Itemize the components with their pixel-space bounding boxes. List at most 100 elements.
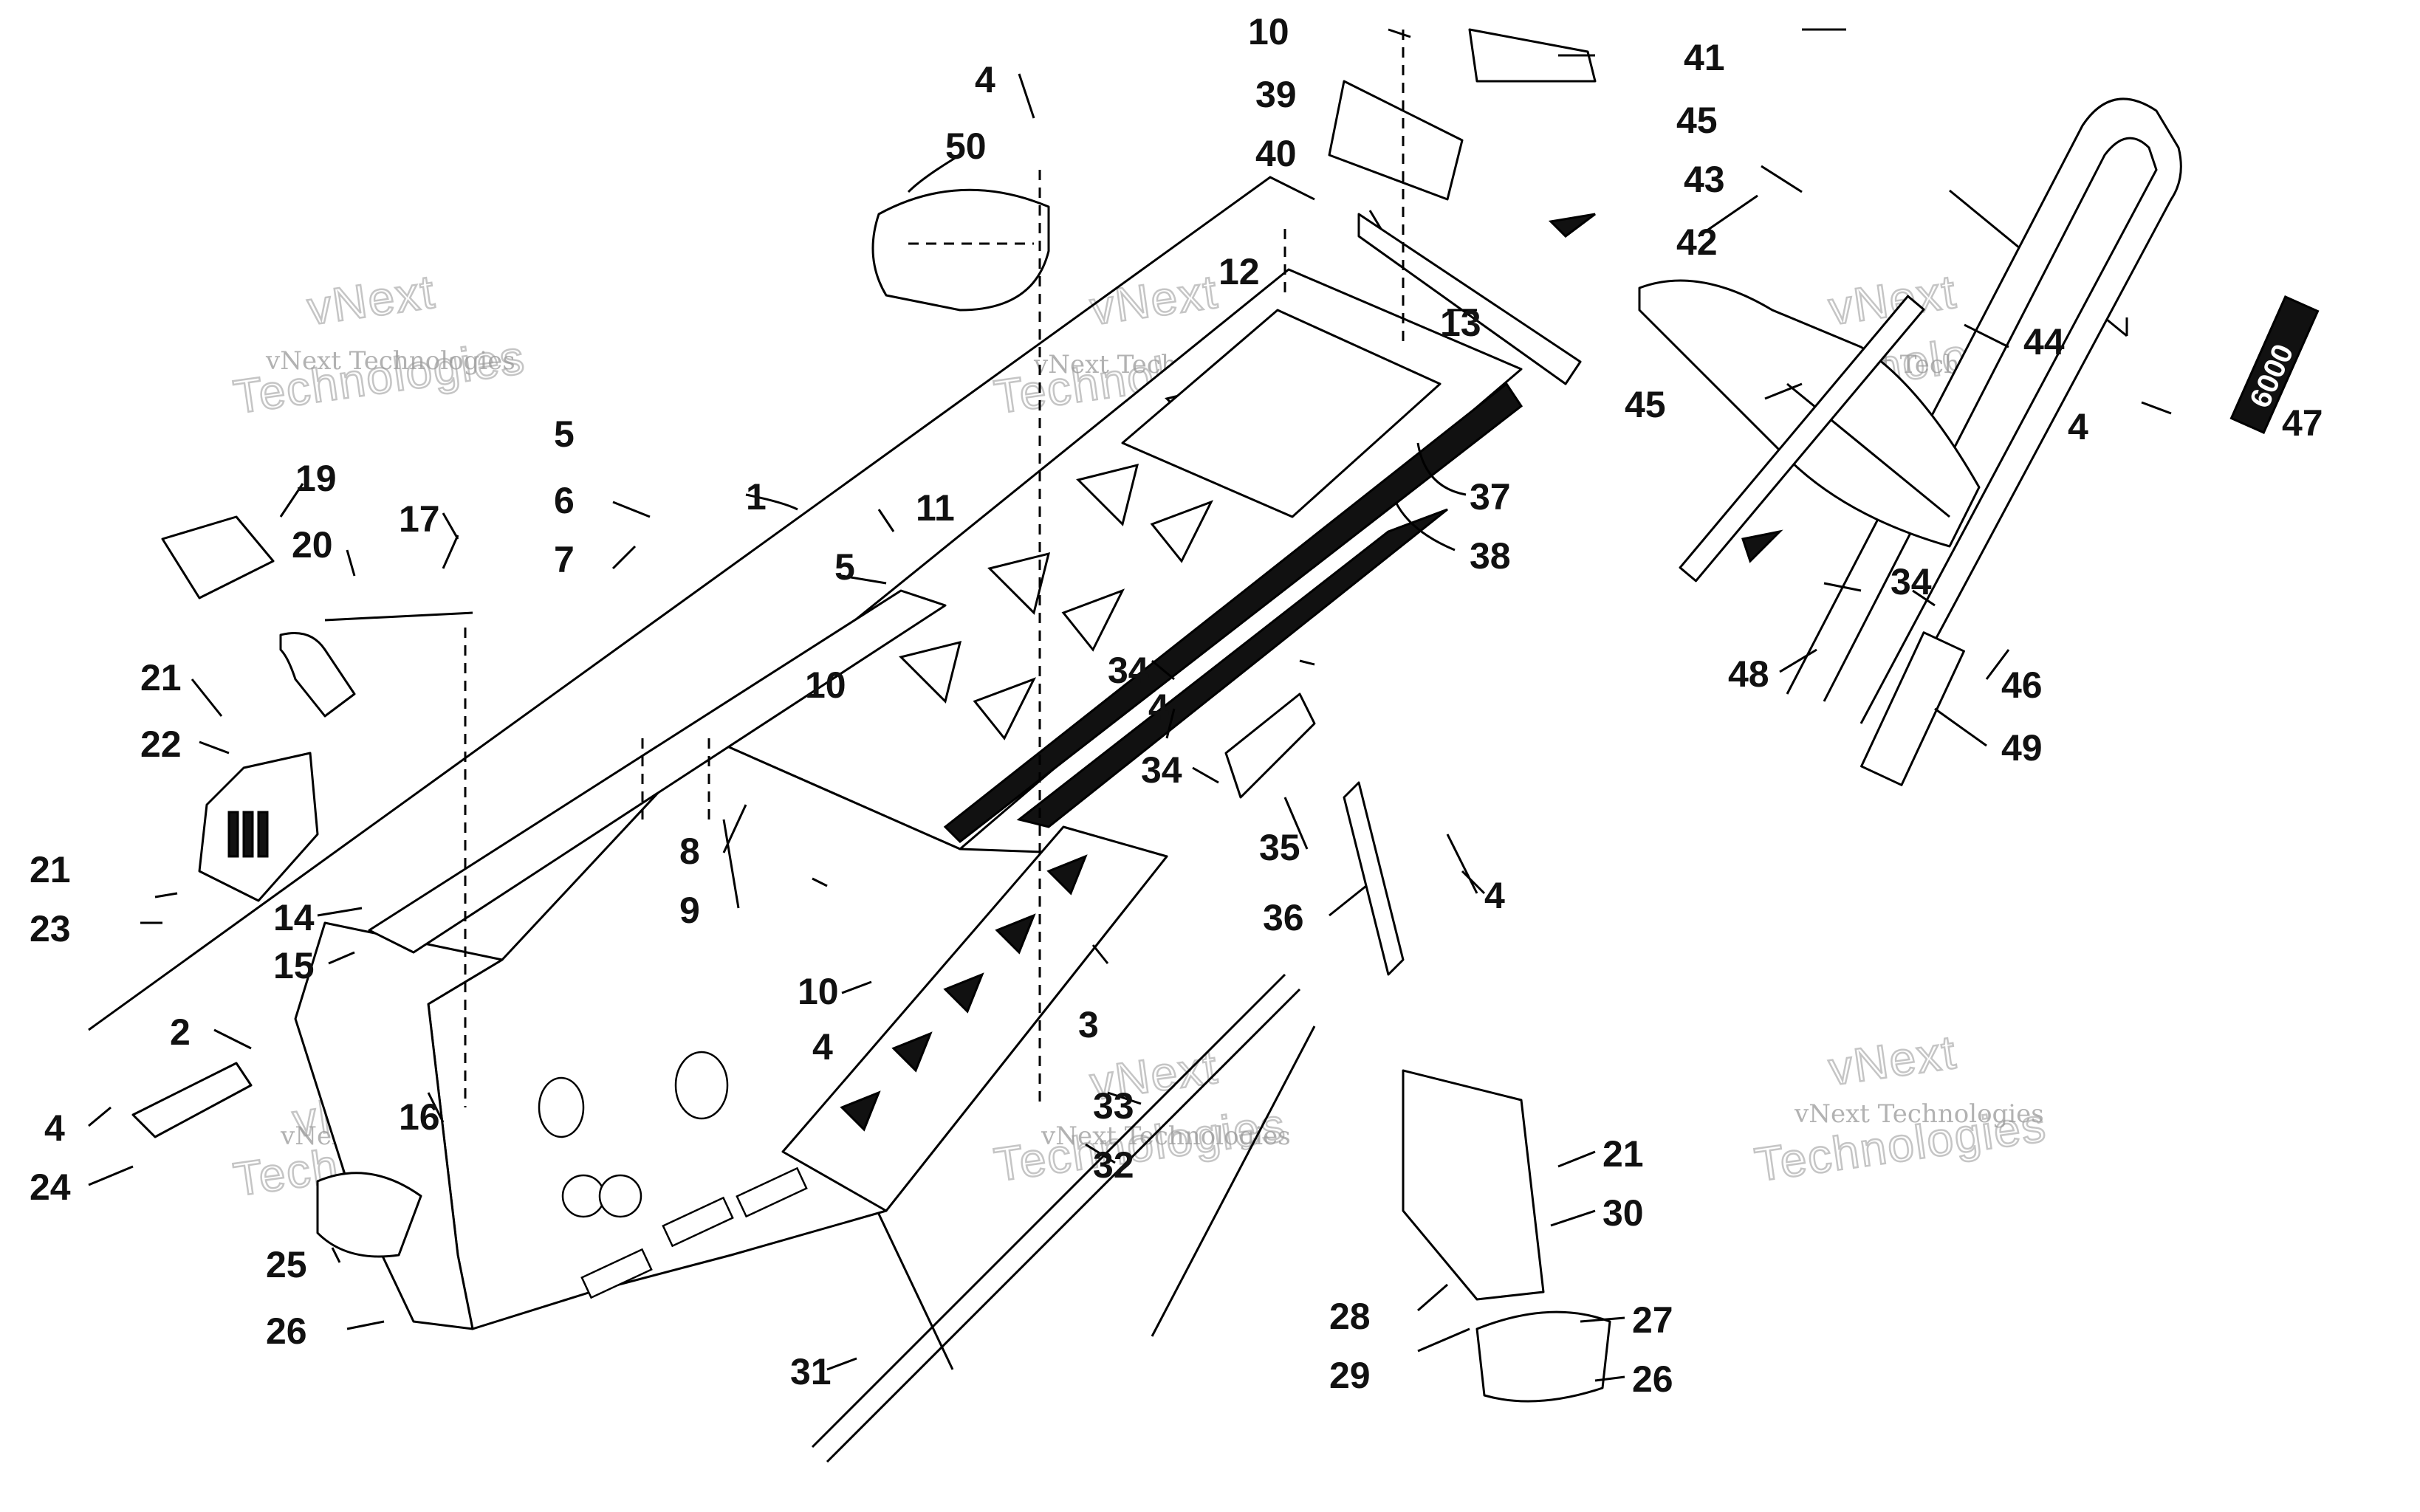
callout-label: 50 bbox=[945, 126, 987, 167]
bracket-35 bbox=[1224, 693, 1316, 799]
callout-label: 5 bbox=[554, 413, 575, 455]
callout-label: 24 bbox=[30, 1166, 71, 1208]
callout-label: 4 bbox=[44, 1107, 65, 1149]
callout-label: 45 bbox=[1625, 384, 1666, 425]
callout-label: 4 bbox=[812, 1026, 833, 1068]
snow-flap-assembly bbox=[1638, 279, 1981, 583]
arrow-icon bbox=[1741, 529, 1783, 563]
lower-right-parts bbox=[1402, 1069, 1611, 1403]
callout-label: 45 bbox=[1676, 100, 1718, 141]
callout-leaders bbox=[88, 28, 2172, 1382]
bracket-24 bbox=[131, 1062, 253, 1138]
callout-label: 34 bbox=[1891, 561, 1932, 602]
bracket-40 bbox=[1328, 80, 1464, 201]
callout-label: 21 bbox=[1603, 1133, 1644, 1175]
callout-label: 4 bbox=[1484, 875, 1505, 916]
callout-label: 21 bbox=[30, 849, 71, 890]
tunnel-decal-stripe bbox=[943, 382, 1523, 843]
callout-label: 31 bbox=[790, 1351, 832, 1392]
callout-label: 34 bbox=[1108, 650, 1149, 691]
watermark-line2: Technologies bbox=[230, 330, 529, 424]
callout-labels: 1 2 3 4 4 4 4 4 4 5 5 6 7 8 9 10 10 10 1… bbox=[30, 11, 2323, 1400]
callout-label: 27 bbox=[1632, 1299, 1673, 1341]
callout-label: 42 bbox=[1676, 221, 1718, 263]
callout-label: 44 bbox=[2023, 321, 2065, 362]
callout-label: 13 bbox=[1440, 303, 1481, 344]
callout-label: 47 bbox=[2282, 402, 2323, 444]
callout-label: 14 bbox=[273, 897, 315, 938]
callout-label: 48 bbox=[1728, 653, 1769, 695]
cover-41 bbox=[1468, 28, 1597, 83]
watermark-line1: vNext bbox=[1087, 264, 1221, 334]
flap-mount-bar bbox=[1679, 295, 1925, 583]
callout-label: 3 bbox=[1078, 1004, 1099, 1045]
callout-label: 49 bbox=[2001, 727, 2043, 769]
tunnel-side-holes bbox=[538, 1051, 808, 1299]
callout-label: 21 bbox=[140, 657, 182, 698]
seat-pad-50 bbox=[871, 188, 1050, 312]
callout-label: 20 bbox=[292, 524, 333, 566]
tunnel-left-rail bbox=[368, 589, 947, 954]
callout-label: 6 bbox=[554, 480, 575, 521]
callout-label: 35 bbox=[1259, 827, 1300, 868]
callout-label: 2 bbox=[170, 1011, 191, 1053]
callout-label: 19 bbox=[295, 458, 337, 499]
watermark-line1: vNext bbox=[304, 264, 439, 334]
callout-label: 4 bbox=[975, 59, 995, 100]
callout-label: 10 bbox=[1248, 11, 1289, 52]
watermark-company: vNext Technologies bbox=[265, 346, 515, 376]
callout-label: 25 bbox=[266, 1244, 307, 1285]
front-left-parts bbox=[131, 515, 473, 1258]
callout-label: 37 bbox=[1470, 476, 1511, 518]
direction-arrows bbox=[1548, 213, 1783, 563]
callout-label: 38 bbox=[1470, 535, 1511, 577]
running-board-cutouts bbox=[840, 854, 1088, 1132]
callout-label: 40 bbox=[1255, 133, 1297, 174]
rod-36 bbox=[1343, 781, 1405, 976]
callout-label: 22 bbox=[140, 724, 182, 765]
callout-label: 28 bbox=[1329, 1296, 1371, 1337]
tunnel-assembly bbox=[294, 268, 1523, 1330]
callout-label: 1 bbox=[746, 476, 767, 518]
running-board bbox=[781, 825, 1168, 1212]
callout-label: 8 bbox=[679, 831, 700, 872]
fastener-lines bbox=[464, 30, 1405, 1107]
callout-label: 5 bbox=[834, 546, 855, 588]
callout-label: 7 bbox=[554, 539, 575, 580]
cover-19 bbox=[161, 515, 275, 599]
callout-label: 36 bbox=[1263, 897, 1304, 938]
foot-well-25 bbox=[316, 1172, 422, 1258]
callout-label: 26 bbox=[266, 1310, 307, 1352]
callout-label: 43 bbox=[1684, 159, 1725, 200]
plate-28 bbox=[1402, 1069, 1545, 1301]
bumper-side-bracket bbox=[1860, 631, 1965, 786]
callout-label: 16 bbox=[399, 1096, 440, 1138]
callout-label: 17 bbox=[399, 498, 440, 540]
callout-label: 34 bbox=[1141, 749, 1182, 791]
arrow-icon bbox=[1548, 213, 1596, 238]
callout-label: 26 bbox=[1632, 1358, 1673, 1400]
callout-label: 4 bbox=[2068, 406, 2088, 447]
bracket-17 bbox=[279, 632, 356, 718]
watermark-line1: vNext bbox=[1826, 1025, 1960, 1095]
watermark-company: vNext Technologies bbox=[1041, 1121, 1291, 1151]
rear-bracket-assembly bbox=[1328, 28, 1597, 385]
rear-bumper: 6000 bbox=[1786, 97, 2320, 786]
callout-label: 30 bbox=[1603, 1192, 1644, 1234]
callout-label: 4 bbox=[1148, 687, 1169, 728]
tunnel-decal-stripe-lower bbox=[1016, 508, 1448, 828]
watermark-company: vNext Technologies bbox=[1794, 1099, 2044, 1129]
callout-label: 10 bbox=[798, 971, 839, 1012]
tunnel-front-section bbox=[294, 921, 504, 1330]
rear-bumper-tube bbox=[1786, 97, 2182, 724]
deck-plate bbox=[1121, 309, 1442, 518]
callout-label: 15 bbox=[273, 945, 315, 986]
callout-label: 41 bbox=[1684, 37, 1725, 78]
foot-well-27 bbox=[1475, 1310, 1611, 1403]
callout-label: 33 bbox=[1093, 1085, 1134, 1127]
bracket-13 bbox=[1357, 213, 1582, 385]
callout-label: 29 bbox=[1329, 1355, 1371, 1396]
callout-label: 32 bbox=[1093, 1144, 1134, 1186]
callout-label: 39 bbox=[1255, 74, 1297, 115]
callout-label: 11 bbox=[916, 487, 955, 529]
